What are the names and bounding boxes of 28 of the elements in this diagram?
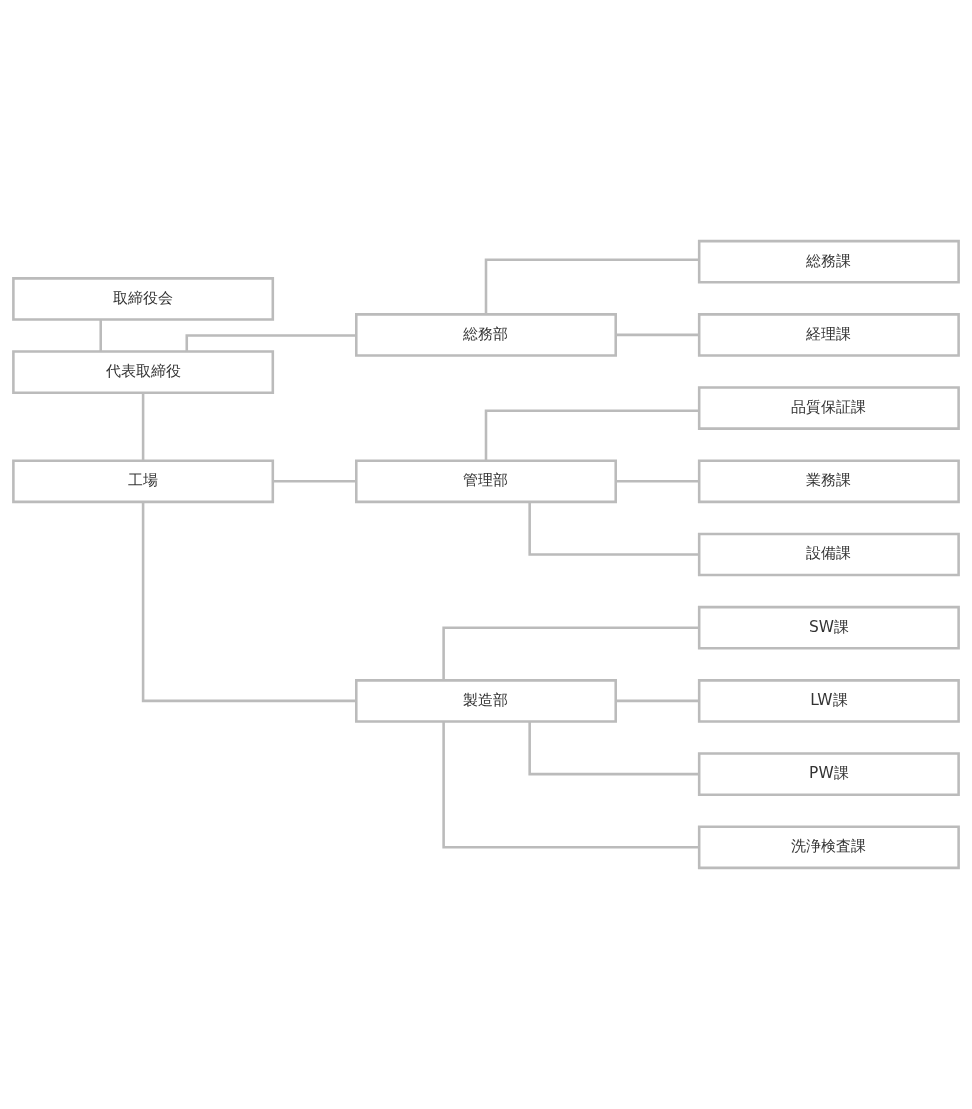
node-box: 経理課 [697, 313, 960, 357]
connector [616, 699, 699, 703]
node-box: 管理部 [355, 459, 617, 504]
node-box: 洗浄検査課 [697, 825, 960, 870]
connector [484, 409, 699, 461]
connector [528, 502, 699, 556]
connector [484, 258, 699, 314]
node-box: 代表取締役 [12, 350, 275, 394]
connector [99, 319, 102, 352]
connector [141, 501, 356, 703]
node-box: 品質保証課 [697, 386, 960, 430]
connector [273, 480, 356, 483]
connector [442, 626, 699, 681]
connector [616, 480, 699, 483]
node-box: 工場 [12, 459, 275, 504]
node-box: 設備課 [697, 532, 960, 577]
connector [141, 393, 145, 461]
node-box: 総務部 [355, 313, 617, 357]
node-box: SW課 [697, 605, 960, 650]
connector [442, 721, 699, 849]
node-box: LW課 [697, 679, 960, 723]
connector [528, 721, 699, 776]
node-box: 取締役会 [12, 277, 275, 321]
node-box: 総務課 [697, 239, 960, 284]
node-box: 製造部 [355, 679, 617, 723]
node-box: PW課 [697, 752, 960, 796]
connector [616, 333, 699, 337]
node-box: 業務課 [697, 459, 960, 504]
